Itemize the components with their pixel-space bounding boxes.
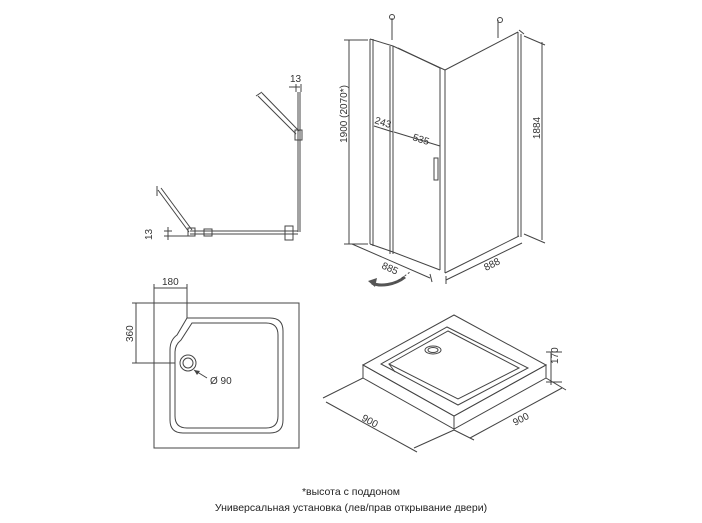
dim-height-side: 1884 [532,116,543,139]
dim-door: 535 [411,132,431,148]
dim-thickness-top: 13 [290,74,302,85]
dim-tray-height: 170 [550,347,561,364]
dim-drain: Ø 90 [210,376,232,387]
dim-offset-y: 360 [125,325,136,342]
tray-plan [132,284,300,449]
caption-install: Универсальная установка (лев/прав открыв… [214,502,488,514]
dim-thickness-left: 13 [144,228,155,240]
dim-width-side: 888 [482,256,502,274]
dim-offset-x: 180 [162,277,179,288]
dim-hinge: 243 [373,115,393,131]
enclosure-view [344,14,546,287]
dim-height-main: 1900 (2070*) [339,85,350,143]
tray-iso [322,314,567,453]
dim-tray-width-left: 900 [360,413,380,431]
caption-note: *высота с поддоном [301,486,401,498]
plan-view [156,84,303,241]
